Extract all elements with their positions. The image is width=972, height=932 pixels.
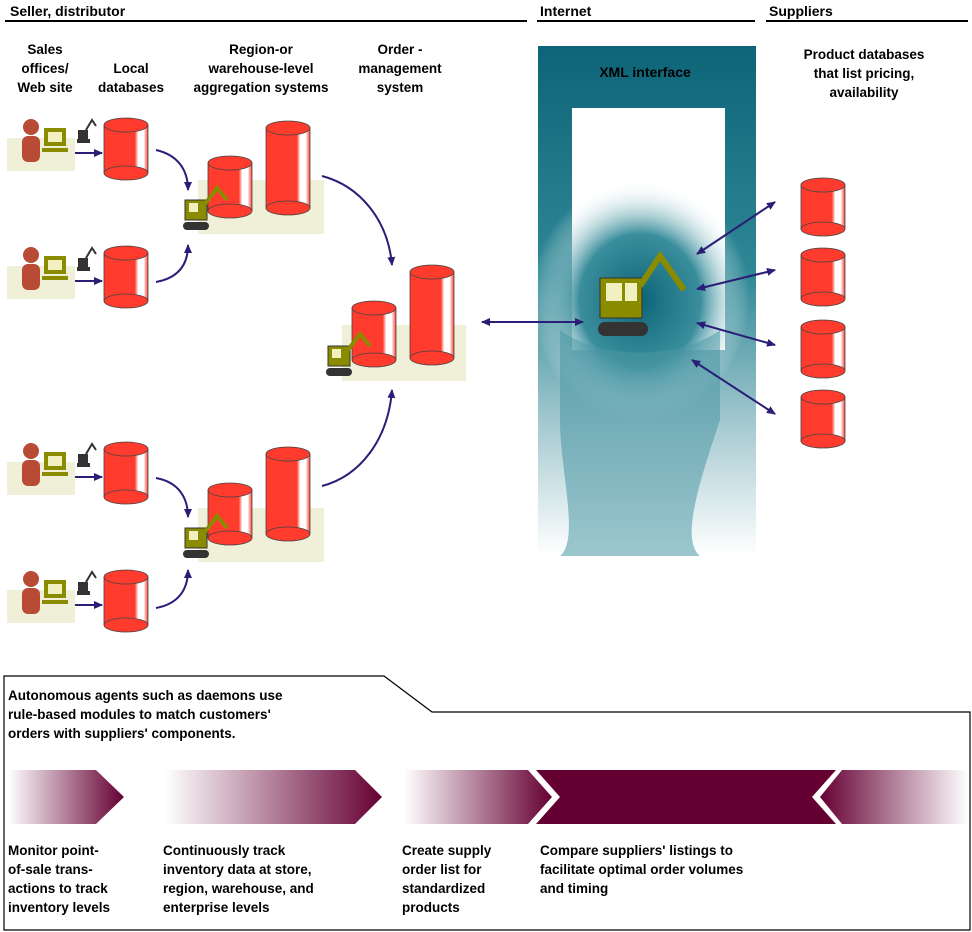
header-rule-suppliers <box>766 20 968 22</box>
agent-excavator-region-1 <box>183 184 229 230</box>
band-compare <box>536 770 836 824</box>
person-icon <box>22 247 40 290</box>
person-icon <box>22 443 40 486</box>
header-rule-seller <box>5 20 527 22</box>
xml-interface-area <box>530 46 756 556</box>
band-create <box>404 770 552 824</box>
supplier-db-4 <box>800 389 846 449</box>
person-icon <box>22 119 40 162</box>
header-suppliers: Suppliers <box>769 3 833 19</box>
computer-icon <box>42 580 68 604</box>
sales-office-1 <box>22 118 97 162</box>
header-rule-internet <box>537 20 755 22</box>
excavator-icon <box>77 442 97 467</box>
person-icon <box>22 571 40 614</box>
step-monitor: Monitor point-of-sale trans-actions to t… <box>8 843 111 915</box>
sales-office-2 <box>22 246 97 290</box>
cylinders <box>103 117 846 633</box>
region-db-small-2 <box>207 482 253 546</box>
process-bands <box>8 770 968 824</box>
agent-excavator-xml <box>598 250 687 336</box>
agent-excavator-order <box>326 330 372 376</box>
local-database-3 <box>103 441 149 505</box>
supplier-db-1 <box>800 177 846 237</box>
flow-arrows <box>75 149 776 609</box>
band-monitor <box>8 770 124 824</box>
excavator-icon <box>77 118 97 143</box>
band-compare-tail <box>820 770 968 824</box>
excavator-icon <box>77 570 97 595</box>
order-db-large <box>409 264 455 366</box>
header-internet: Internet <box>540 3 592 19</box>
local-database-4 <box>103 569 149 633</box>
agent-excavator-region-2 <box>183 512 229 558</box>
region-db-small-1 <box>207 155 253 219</box>
region-db-large-2 <box>265 446 311 542</box>
header-seller: Seller, distributor <box>10 3 126 19</box>
xml-interface-label: XML interface <box>599 64 691 80</box>
supplier-db-2 <box>800 247 846 307</box>
computer-icon <box>42 256 68 280</box>
excavator-icon <box>77 246 97 271</box>
band-track <box>165 770 382 824</box>
local-database-2 <box>103 245 149 309</box>
computer-icon <box>42 452 68 476</box>
sales-office-3 <box>22 442 97 486</box>
supplier-db-3 <box>800 319 846 379</box>
local-database-1 <box>103 117 149 181</box>
computer-icon <box>42 128 68 152</box>
sales-office-4 <box>22 570 97 614</box>
region-db-large-1 <box>265 120 311 216</box>
